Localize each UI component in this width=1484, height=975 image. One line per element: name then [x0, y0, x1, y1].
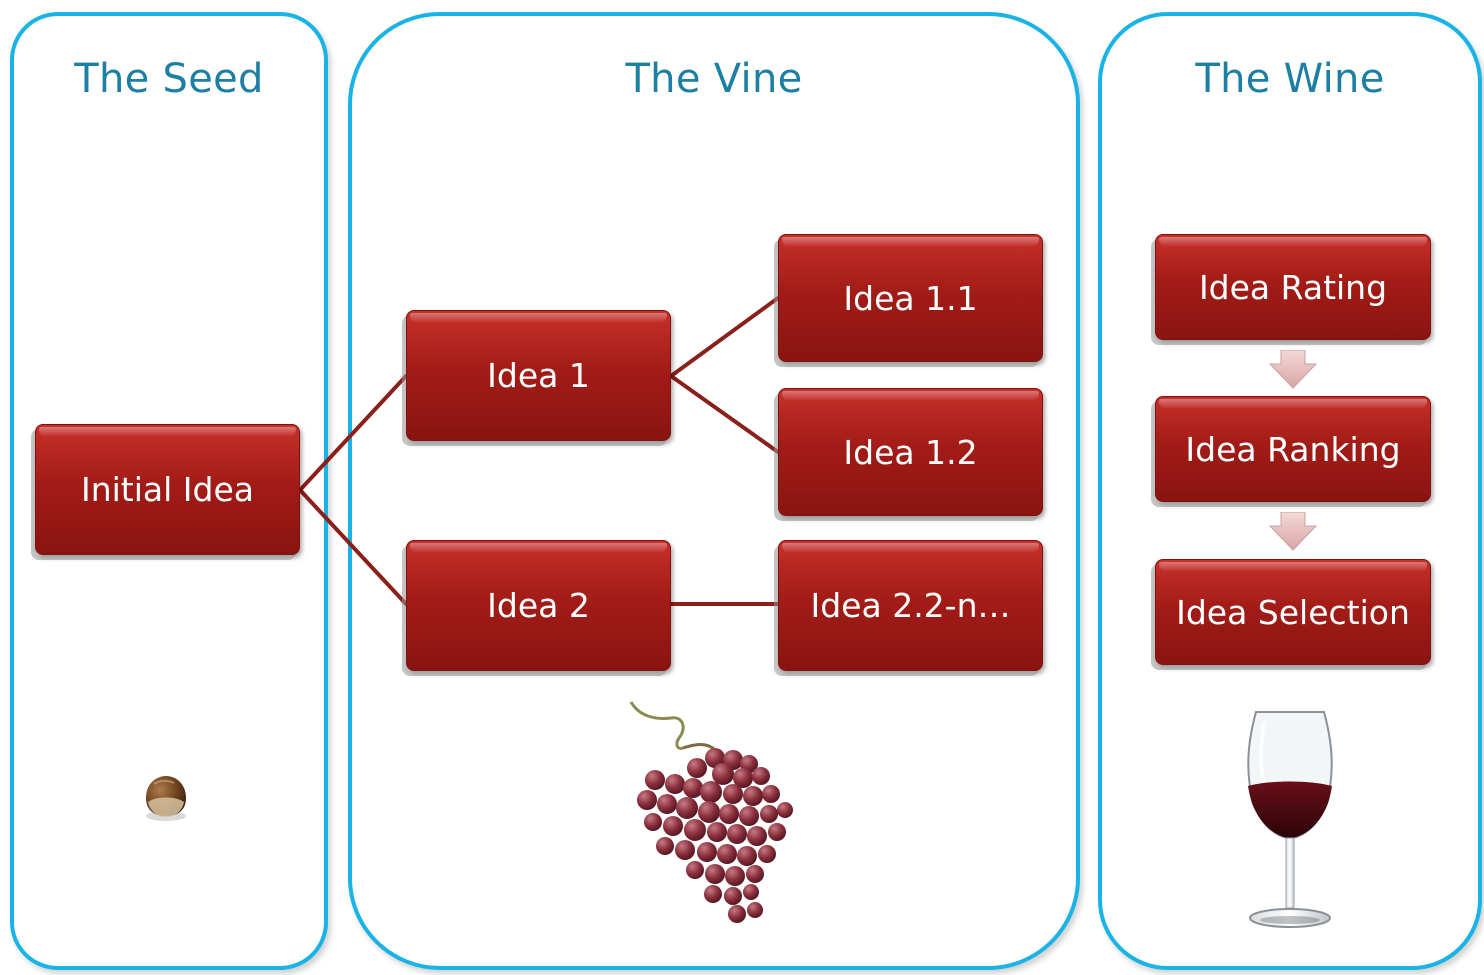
idea-1-2-node: Idea 1.2: [778, 388, 1043, 516]
grape-bunch-icon: [629, 701, 793, 923]
idea-1-1-node: Idea 1.1: [778, 234, 1043, 362]
idea-2-2-n-node: Idea 2.2-n…: [778, 540, 1043, 671]
seed-panel-title: The Seed: [74, 56, 264, 102]
idea-1-label: Idea 1: [487, 356, 590, 395]
idea-2-label: Idea 2: [487, 586, 590, 625]
idea-1-2-label: Idea 1.2: [843, 432, 978, 472]
down-arrow-icon: [1268, 350, 1318, 389]
connector-initial-idea2: [298, 488, 408, 606]
idea-2-node: Idea 2: [406, 540, 671, 671]
connector-initial-idea1: [298, 374, 408, 492]
wine-glass-icon: [1247, 711, 1333, 928]
idea-rating-step: Idea Rating: [1155, 234, 1431, 340]
idea-selection-step: Idea Selection: [1155, 559, 1431, 665]
down-arrow-icon: [1268, 512, 1318, 551]
hazelnut-icon: [146, 776, 186, 821]
vine-panel-title: The Vine: [625, 56, 803, 102]
idea-ranking-step: Idea Ranking: [1155, 396, 1431, 502]
initial-idea-node: Initial Idea: [35, 424, 300, 555]
idea-2-2-n-label: Idea 2.2-n…: [810, 586, 1011, 625]
connector-idea1-idea11: [669, 296, 780, 378]
initial-idea-label: Initial Idea: [80, 470, 254, 509]
idea-selection-label: Idea Selection: [1176, 592, 1410, 632]
idea-1-node: Idea 1: [406, 310, 671, 441]
connector-idea1-idea12: [669, 374, 780, 454]
idea-1-1-label: Idea 1.1: [843, 278, 978, 318]
wine-panel-title: The Wine: [1195, 56, 1385, 102]
idea-ranking-label: Idea Ranking: [1185, 429, 1401, 469]
idea-rating-label: Idea Rating: [1198, 267, 1388, 307]
